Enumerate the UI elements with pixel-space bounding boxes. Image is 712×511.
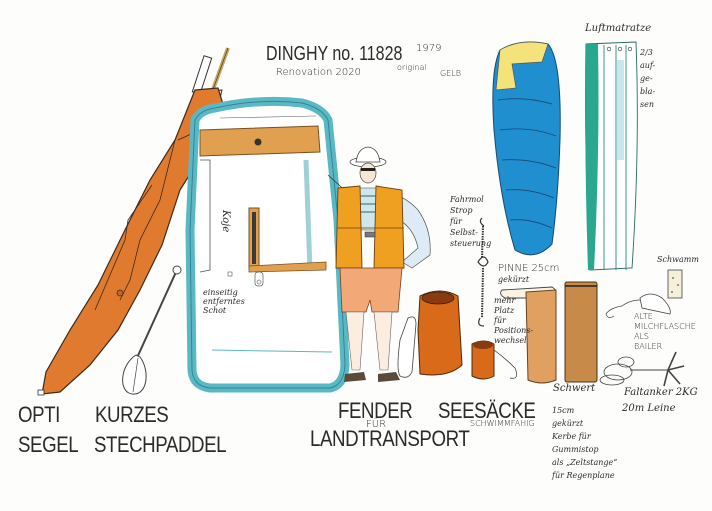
label-anchor: Faltanker 2KG <box>624 387 698 398</box>
label-centerboard: Schwert <box>553 383 596 394</box>
opti-sail-drawing <box>37 47 235 396</box>
centerboard-note-line: Kerbe für <box>552 432 591 441</box>
sleeping-bag-drawing <box>492 41 561 256</box>
sponge-drawing <box>667 269 683 299</box>
centerboard-note-line: als „Zeltstange“ <box>552 458 618 467</box>
title-year: 1979 <box>416 43 442 54</box>
mattress-note-line: sen <box>640 100 654 109</box>
painter-note-line: Fahrmol <box>450 195 484 204</box>
painter-note: Fahrmol Strop für Selbst- steuerung <box>450 194 491 249</box>
centerboard-note: 15cm gekürzt Kerbe für Gummistop als „Ze… <box>552 404 617 482</box>
label-bags-note: SCHWIMMFÄHIG <box>470 419 535 428</box>
label-paddle-line2: STECHPADDEL <box>94 432 227 457</box>
mattress-note: 2/3 auf- ge- bla- sen <box>640 46 655 111</box>
title-main: DINGHY no. 11828 <box>266 43 403 65</box>
label-mattress: Luftmatratze <box>585 23 652 34</box>
tiller-note-line: mehr <box>494 296 516 305</box>
tiller-note-line: Platz <box>494 306 515 315</box>
painter-note-line: für <box>450 217 462 226</box>
tiller-drawing <box>500 286 557 384</box>
bailer-label-line: ALTE <box>634 312 653 321</box>
person-with-life-vest-drawing <box>335 146 431 382</box>
bailer-label-line: ALS <box>634 332 650 341</box>
bailer-label: ALTE MILCHFLASCHE ALS BAILER <box>634 312 696 352</box>
label-anchor-line: 20m Leine <box>622 403 676 414</box>
label-fender-line2: FÜR <box>366 419 387 430</box>
label-berth: Koje <box>220 210 231 233</box>
air-mattress-drawing <box>585 41 638 271</box>
folding-anchor-drawing <box>599 351 685 387</box>
title-renovation: Renovation 2020 <box>276 67 361 78</box>
title-original: original <box>397 63 427 72</box>
painter-note-line: Selbst- <box>450 228 478 237</box>
tiller-note: mehr Platz für Positions- wechsel <box>494 296 533 346</box>
painter-note-line: Strop <box>450 206 473 215</box>
mattress-note-line: ge- <box>640 74 653 83</box>
berth-note-line: Schot <box>203 306 227 315</box>
fender-drawing <box>397 316 417 378</box>
tiller-note-line: für <box>494 316 506 325</box>
painter-strop-drawing <box>477 217 489 327</box>
mattress-note-line: 2/3 <box>640 48 653 57</box>
bailer-label-line: BAILER <box>634 342 663 351</box>
bailer-label-line: MILCHFLASCHE <box>634 322 696 331</box>
mattress-note-line: bla- <box>640 87 656 96</box>
sea-bags-drawing <box>417 290 517 380</box>
label-tiller-sub: gekürzt <box>498 275 530 284</box>
centerboard-note-line: Gummistop <box>552 445 599 454</box>
centerboard-note-line: gekürzt <box>552 419 584 428</box>
tiller-note-line: Positions- <box>494 326 534 335</box>
tiller-note-line: wechsel <box>494 336 527 345</box>
paddle-drawing <box>122 265 182 395</box>
berth-note: einseitig entferntes Schot <box>203 288 245 315</box>
berth-note-line: entferntes <box>203 297 245 306</box>
centerboard-drawing <box>564 281 598 383</box>
label-sail-line2: SEGEL <box>18 432 79 457</box>
label-sponge: Schwamm <box>657 255 699 264</box>
mattress-note-line: auf- <box>640 61 656 70</box>
dinghy-hull-drawing <box>185 96 351 393</box>
label-fender-line1: FENDER <box>338 398 413 423</box>
centerboard-note-line: für Regenplane <box>552 471 615 480</box>
berth-note-line: einseitig <box>203 288 238 297</box>
label-bags: SEESÄCKE <box>438 398 536 423</box>
bailer-drawing <box>605 293 671 318</box>
label-sail-line1: OPTI <box>18 402 60 427</box>
painter-note-line: steuerung <box>450 239 492 248</box>
title-color: GELB <box>440 69 461 78</box>
centerboard-note-line: 15cm <box>552 406 575 415</box>
label-paddle-line1: KURZES <box>95 402 169 427</box>
label-tiller: PINNE 25cm <box>498 263 560 274</box>
label-fender-line3: LANDTRANSPORT <box>310 426 470 451</box>
